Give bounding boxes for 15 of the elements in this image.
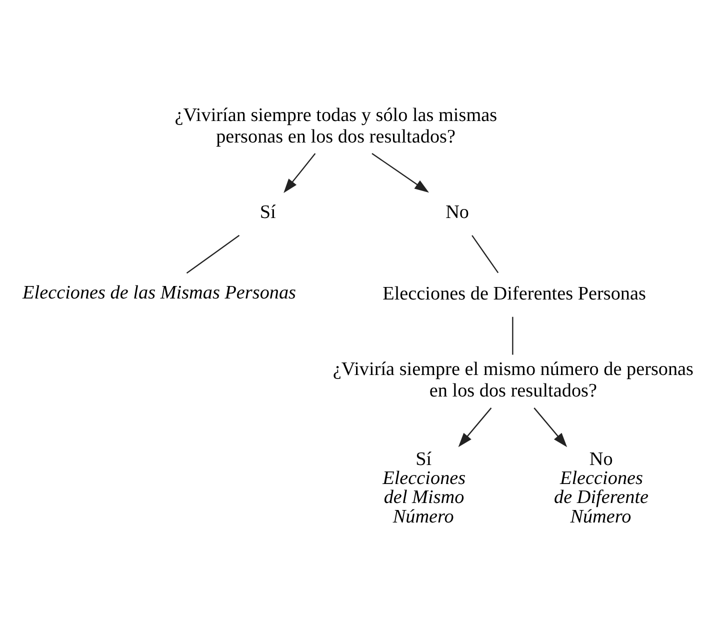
arrow [534, 408, 568, 448]
node-text: Sí Elecciones del Mismo Número [382, 448, 466, 528]
arrow [284, 153, 316, 194]
node-text: Sí [260, 202, 276, 223]
node-text: ¿Viviría siempre el mismo número de personas en los dos resultados? [332, 358, 694, 402]
node-text: No [446, 202, 469, 223]
node-text: No Elecciones de Diferente Número [554, 448, 649, 528]
connector [472, 235, 499, 274]
node-text: ¿Vivirían siempre todas y sólo las mismas personas en los dos resultados? [174, 104, 498, 148]
arrow [458, 408, 492, 448]
node-text: Elecciones de las Mismas Personas [22, 282, 296, 304]
node-text: Elecciones de Diferentes Personas [382, 283, 646, 304]
arrow [372, 153, 429, 193]
connector [512, 316, 514, 355]
connector [186, 234, 240, 274]
